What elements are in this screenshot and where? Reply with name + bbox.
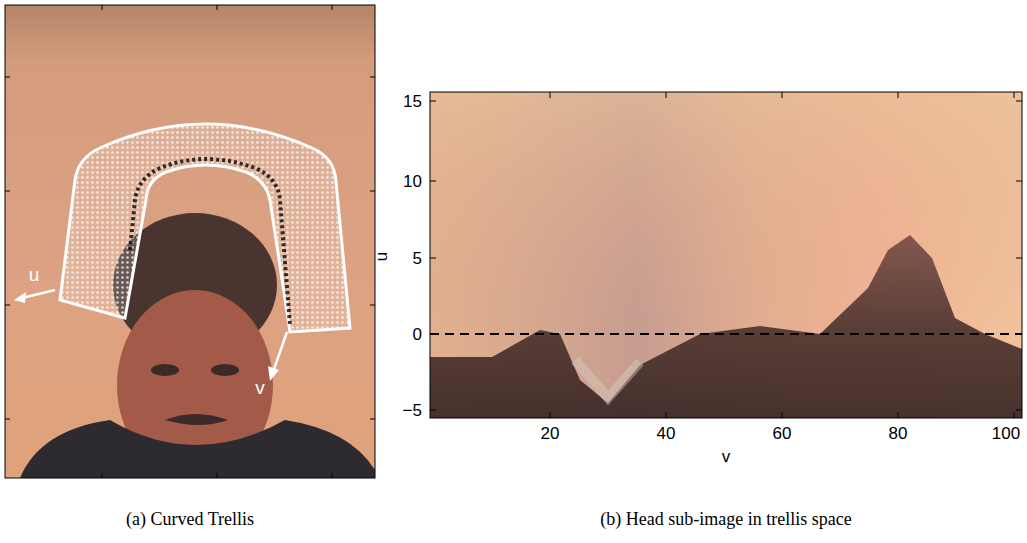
tick-label: 0 [413,326,422,343]
tick-label: 60 [773,425,792,442]
subfigure-caption: (a) Curved Trellis [126,510,254,528]
tick-label: 5 [413,250,422,267]
frame-ticks [5,5,375,478]
photo [5,5,375,478]
trellis-image [430,92,1022,418]
axis-title: u [374,251,391,260]
tick-label: 15 [403,93,422,110]
tick-label: −5 [403,402,422,419]
axis-title: v [722,448,731,465]
axis-arrow-label: v [255,378,265,397]
tick-label: 100 [992,425,1020,442]
zero-line [430,333,1022,335]
tick-label: 10 [403,173,422,190]
tick-label: 20 [541,425,560,442]
axis-arrow-label: u [29,265,40,284]
tick-label: 80 [889,425,908,442]
subfigure-caption: (b) Head sub-image in trellis space [600,510,851,528]
axis-ticks [430,92,1022,418]
tick-label: 40 [657,425,676,442]
